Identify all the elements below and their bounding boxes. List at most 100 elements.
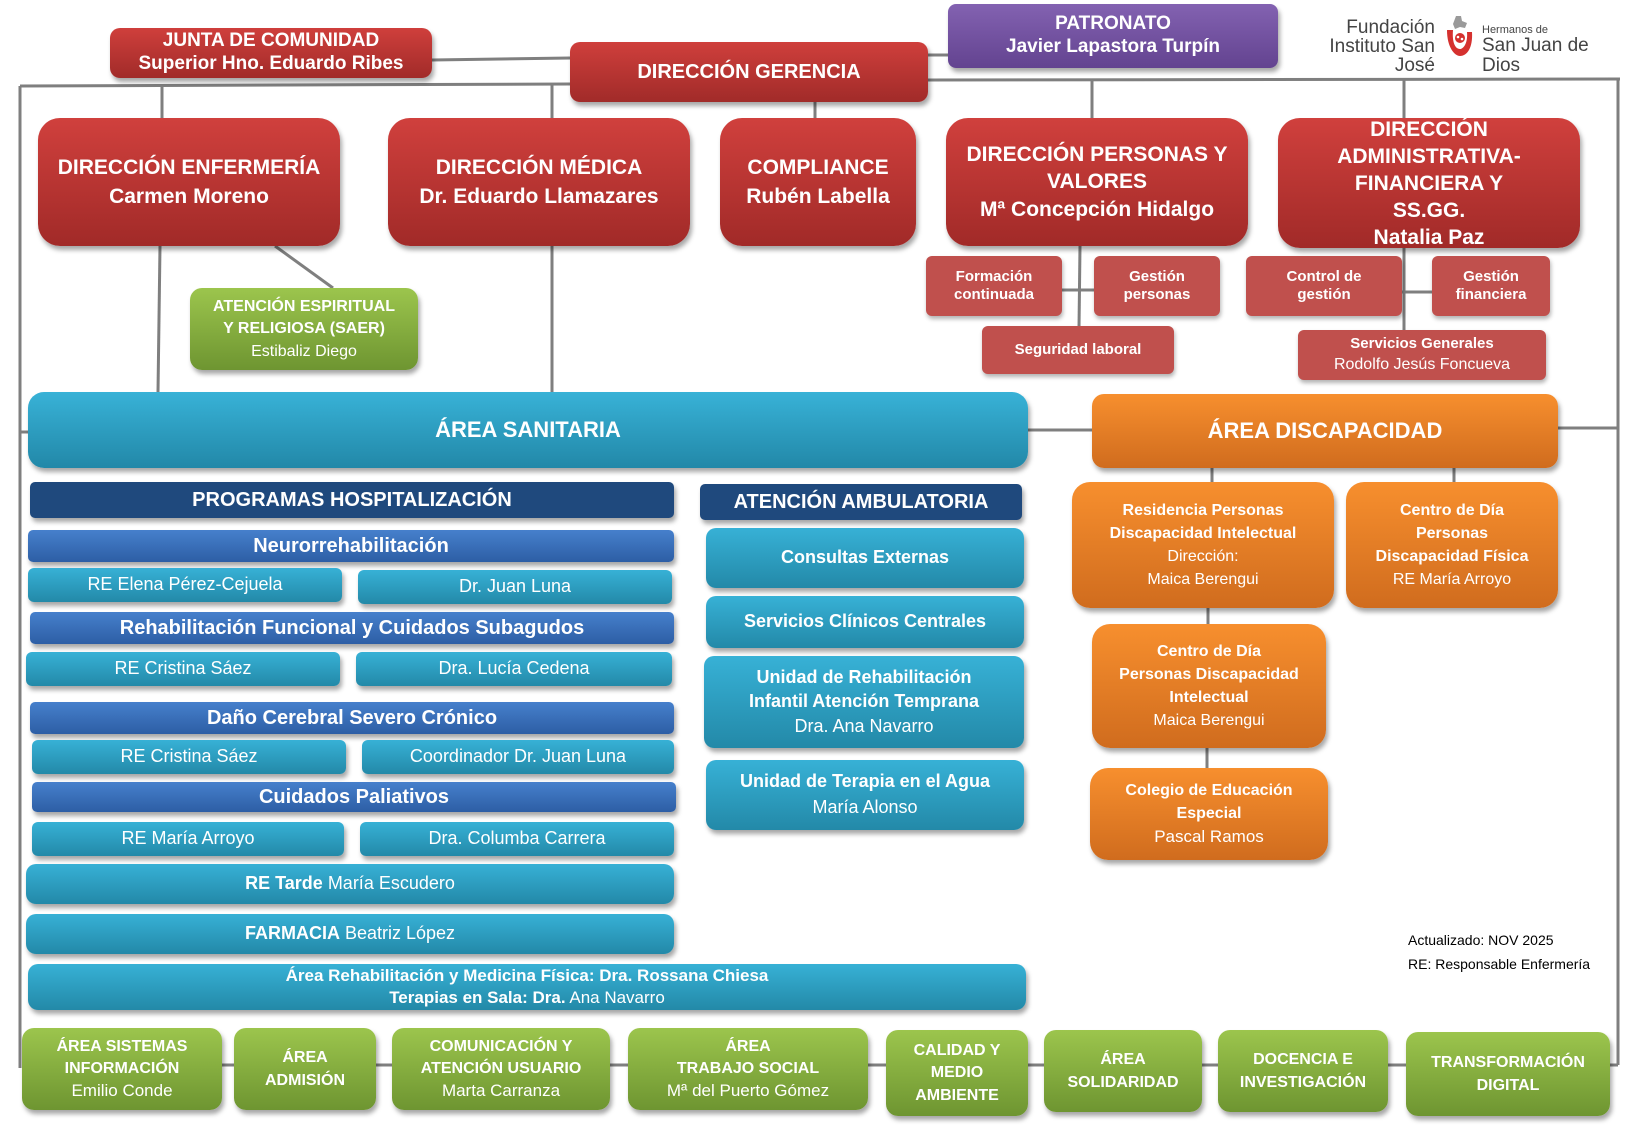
program-person-right[interactable]: Dr. Juan Luna (358, 570, 672, 604)
disc-line2: Personas Discapacidad (1119, 665, 1299, 683)
person-name: Dr. Juan Luna (458, 576, 572, 597)
program-person-left[interactable]: RE Cristina Sáez (32, 740, 346, 774)
bottom-line2: INFORMACIÓN (64, 1059, 180, 1077)
unidad-terapia-agua-box[interactable]: Unidad de Terapia en el Agua María Alons… (706, 760, 1024, 830)
gestion-personas-box[interactable]: Gestión personas (1094, 256, 1220, 316)
connector-line (19, 82, 571, 88)
rehab-line2-person: Ana Navarro (569, 988, 665, 1007)
bottom-line1: DOCENCIA E (1253, 1051, 1353, 1069)
bottom-line1: ÁREA SISTEMAS (56, 1037, 188, 1055)
ambulatoria-title: Consultas Externas (780, 547, 950, 568)
program-name: Rehabilitación Funcional y Cuidados Suba… (119, 617, 585, 639)
atencion-ambulatoria-header: ATENCIÓN AMBULATORIA (700, 484, 1022, 520)
program-person-right[interactable]: Dra. Lucía Cedena (356, 652, 672, 686)
farmacia-box[interactable]: FARMACIA Beatriz López (26, 914, 674, 954)
formacion-continuada-box[interactable]: Formación continuada (926, 256, 1062, 316)
programas-hospitalizacion-header: PROGRAMAS HOSPITALIZACIÓN (30, 482, 674, 518)
area-discapacidad-box[interactable]: ÁREA DISCAPACIDAD (1092, 394, 1558, 468)
person-name: RE Cristina Sáez (114, 658, 252, 679)
program-neurorrehabilitacion[interactable]: Neurorrehabilitación (28, 530, 674, 562)
direccion-gerencia-box[interactable]: DIRECCIÓN GERENCIA (570, 42, 928, 102)
bottom-line2: TRABAJO SOCIAL (676, 1059, 820, 1077)
direction-title: DIRECCIÓN PERSONAS Y VALORES (966, 143, 1228, 194)
connector-line (156, 245, 162, 393)
ambulatoria-title2: Infantil Atención Temprana (748, 691, 980, 712)
bottom-person: Marta Carranza (441, 1080, 561, 1100)
direccion-enfermeria-box[interactable]: DIRECCIÓN ENFERMERÍA Carmen Moreno (38, 118, 340, 246)
sub-label: Formación continuada (953, 268, 1034, 303)
saer-box[interactable]: ATENCIÓN ESPIRITUAL Y RELIGIOSA (SAER) E… (190, 288, 418, 370)
connector-line (927, 77, 1621, 82)
direccion-medica-box[interactable]: DIRECCIÓN MÉDICA Dr. Eduardo Llamazares (388, 118, 690, 246)
ambulatoria-person: María Alonso (812, 797, 918, 817)
area-admision-box[interactable]: ÁREA ADMISIÓN (234, 1028, 376, 1110)
re-legend: RE: Responsable Enfermería (1408, 956, 1591, 972)
farmacia-label: FARMACIA (244, 923, 340, 944)
colegio-educacion-especial-box[interactable]: Colegio de Educación Especial Pascal Ram… (1090, 768, 1328, 860)
bottom-line1: TRANSFORMACIÓN (1431, 1054, 1585, 1072)
bottom-line3: AMBIENTE (915, 1086, 999, 1104)
comunicacion-atencion-usuario-box[interactable]: COMUNICACIÓN Y ATENCIÓN USUARIO Marta Ca… (392, 1028, 610, 1110)
centro-dia-intelectual-box[interactable]: Centro de Día Personas Discapacidad Inte… (1092, 624, 1326, 748)
program-person-left[interactable]: RE Cristina Sáez (26, 652, 340, 686)
seguridad-laboral-box[interactable]: Seguridad laboral (982, 326, 1174, 374)
connector-line (1077, 245, 1082, 329)
program-cuidados-paliativos[interactable]: Cuidados Paliativos (32, 782, 676, 812)
docencia-investigacion-box[interactable]: DOCENCIA E INVESTIGACIÓN (1218, 1030, 1388, 1112)
patronato-box[interactable]: PATRONATO Javier Lapastora Turpín (948, 4, 1278, 68)
program-person-left[interactable]: RE Elena Pérez-Cejuela (28, 568, 342, 602)
bottom-line1: CALIDAD Y (913, 1042, 1001, 1060)
direccion-administrativa-box[interactable]: DIRECCIÓN ADMINISTRATIVA-FINANCIERA Y SS… (1278, 118, 1580, 249)
bottom-person: Mª del Puerto Gómez (666, 1080, 830, 1100)
program-person-left[interactable]: RE María Arroyo (32, 822, 344, 856)
program-rehabilitacion-funcional[interactable]: Rehabilitación Funcional y Cuidados Suba… (30, 612, 674, 644)
disc-line2: Discapacidad Intelectual (1109, 524, 1297, 542)
connector-line (431, 56, 571, 62)
servicios-clinicos-box[interactable]: Servicios Clínicos Centrales (706, 596, 1024, 648)
control-gestion-box[interactable]: Control de gestión (1246, 256, 1402, 316)
residencia-box[interactable]: Residencia Personas Discapacidad Intelec… (1072, 482, 1334, 608)
organization-logo: Fundación Instituto San José Hermanos de… (1285, 14, 1625, 76)
logo-foundation-line2: Instituto San José (1329, 36, 1435, 76)
servicios-generales-box[interactable]: Servicios Generales Rodolfo Jesús Foncue… (1298, 330, 1546, 380)
gestion-financiera-box[interactable]: Gestión financiera (1432, 256, 1550, 316)
area-rehabilitacion-box[interactable]: Área Rehabilitación y Medicina Física: D… (28, 964, 1026, 1010)
re-tarde-label: RE Tarde (245, 873, 323, 894)
area-sanitaria-box[interactable]: ÁREA SANITARIA (28, 392, 1028, 468)
bottom-line1: ÁREA (725, 1037, 771, 1055)
compliance-box[interactable]: COMPLIANCE Rubén Labella (720, 118, 916, 246)
program-dano-cerebral[interactable]: Daño Cerebral Severo Crónico (30, 702, 674, 734)
unidad-rehabilitacion-infantil-box[interactable]: Unidad de Rehabilitación Infantil Atenci… (704, 656, 1024, 748)
sub-label: Gestión financiera (1455, 268, 1527, 303)
sub-label: Seguridad laboral (1014, 341, 1142, 358)
bottom-line1: ÁREA (282, 1049, 328, 1067)
disc-person: Maica Berengui (1153, 712, 1265, 730)
patronato-title: PATRONATO (1055, 13, 1171, 35)
bottom-line2: MEDIO (930, 1064, 984, 1082)
area-trabajo-social-box[interactable]: ÁREA TRABAJO SOCIAL Mª del Puerto Gómez (628, 1028, 868, 1110)
person-name: Dra. Lucía Cedena (438, 658, 590, 679)
area-solidaridad-box[interactable]: ÁREA SOLIDARIDAD (1044, 1030, 1202, 1112)
junta-comunidad-box[interactable]: JUNTA DE COMUNIDAD Superior Hno. Eduardo… (110, 28, 432, 78)
re-tarde-box[interactable]: RE Tarde María Escudero (26, 864, 674, 904)
consultas-externas-box[interactable]: Consultas Externas (706, 528, 1024, 588)
disc-line1: Colegio de Educación (1125, 781, 1293, 799)
program-person-right[interactable]: Dra. Columba Carrera (360, 822, 674, 856)
calidad-medio-ambiente-box[interactable]: CALIDAD Y MEDIO AMBIENTE (886, 1030, 1028, 1116)
direction-person: Carmen Moreno (109, 185, 269, 208)
centro-dia-fisica-box[interactable]: Centro de Día Personas Discapacidad Físi… (1346, 482, 1558, 608)
transformacion-digital-box[interactable]: TRANSFORMACIÓN DIGITAL (1406, 1032, 1610, 1116)
sub-label: Gestión personas (1123, 268, 1191, 303)
gerencia-title: DIRECCIÓN GERENCIA (637, 61, 861, 83)
bottom-line2: ADMISIÓN (265, 1071, 345, 1089)
bottom-person: Emilio Conde (71, 1080, 173, 1100)
area-sistemas-informacion-box[interactable]: ÁREA SISTEMAS INFORMACIÓN Emilio Conde (22, 1028, 222, 1110)
program-name: Cuidados Paliativos (258, 786, 450, 808)
direccion-personas-box[interactable]: DIRECCIÓN PERSONAS Y VALORES Mª Concepci… (946, 118, 1248, 246)
direction-title: COMPLIANCE (747, 155, 889, 179)
program-person-right[interactable]: Coordinador Dr. Juan Luna (362, 740, 674, 774)
junta-person: Superior Hno. Eduardo Ribes (138, 53, 404, 74)
direction-person: Natalia Paz (1373, 225, 1485, 249)
program-name: Daño Cerebral Severo Crónico (206, 707, 498, 729)
rehab-line1: Área Rehabilitación y Medicina Física: D… (285, 965, 769, 985)
